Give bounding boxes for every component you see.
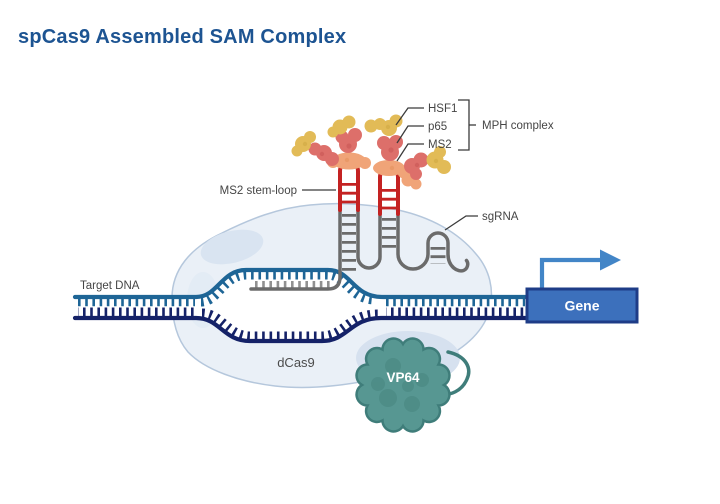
ms2-label: MS2 [428, 139, 452, 151]
mph-arm-stem1 [327, 115, 362, 153]
mph-bracket [458, 99, 470, 151]
sgrna-pointer [444, 215, 478, 231]
sgrna-scaffold [249, 206, 470, 291]
dna-top-strand [72, 267, 530, 300]
sgrna-label: sgRNA [482, 211, 519, 223]
vp64-group: VP64 [355, 337, 471, 433]
sgrna-spacer [249, 206, 342, 291]
mph-complex-label: MPH complex [482, 120, 554, 132]
gene-region: Gene [525, 249, 639, 324]
dcas9-label: dCas9 [277, 355, 315, 370]
hsf1-pointer-line [395, 107, 424, 126]
target-dna-label: Target DNA [80, 280, 140, 292]
ms2-pointer-line [396, 143, 424, 162]
mph-arm-right [404, 146, 451, 180]
p65-pointer-line [396, 125, 424, 144]
mph-complex-cluster [291, 114, 451, 190]
promoter-arrowhead [600, 249, 621, 271]
target-dna [72, 267, 530, 344]
promoter-arrow [539, 257, 602, 288]
vp64-label: VP64 [386, 370, 420, 385]
gene-label: Gene [564, 298, 599, 314]
vp64-texture [371, 358, 429, 412]
dna-teeth-top-bubble [200, 270, 377, 307]
page-title: spCas9 Assembled SAM Complex [18, 26, 347, 48]
dna-bottom-strand [72, 315, 530, 344]
stem1-to-stem2-link [356, 206, 382, 270]
mph-arm-stem2 [364, 114, 403, 161]
gene-box [525, 287, 639, 324]
mph-arm-left [291, 131, 339, 166]
dna-teeth-bottom-bubble [201, 308, 379, 341]
annotations: HSF1 p65 MS2 MPH complex MS2 stem-loop s… [80, 99, 554, 370]
ms2-stem-loop-label: MS2 stem-loop [220, 185, 297, 197]
sgrna-hairpin [396, 210, 470, 273]
p65-label: p65 [428, 121, 447, 133]
hsf1-label: HSF1 [428, 103, 457, 115]
blob-texture [302, 124, 439, 171]
dna-bubble-core [75, 270, 527, 341]
